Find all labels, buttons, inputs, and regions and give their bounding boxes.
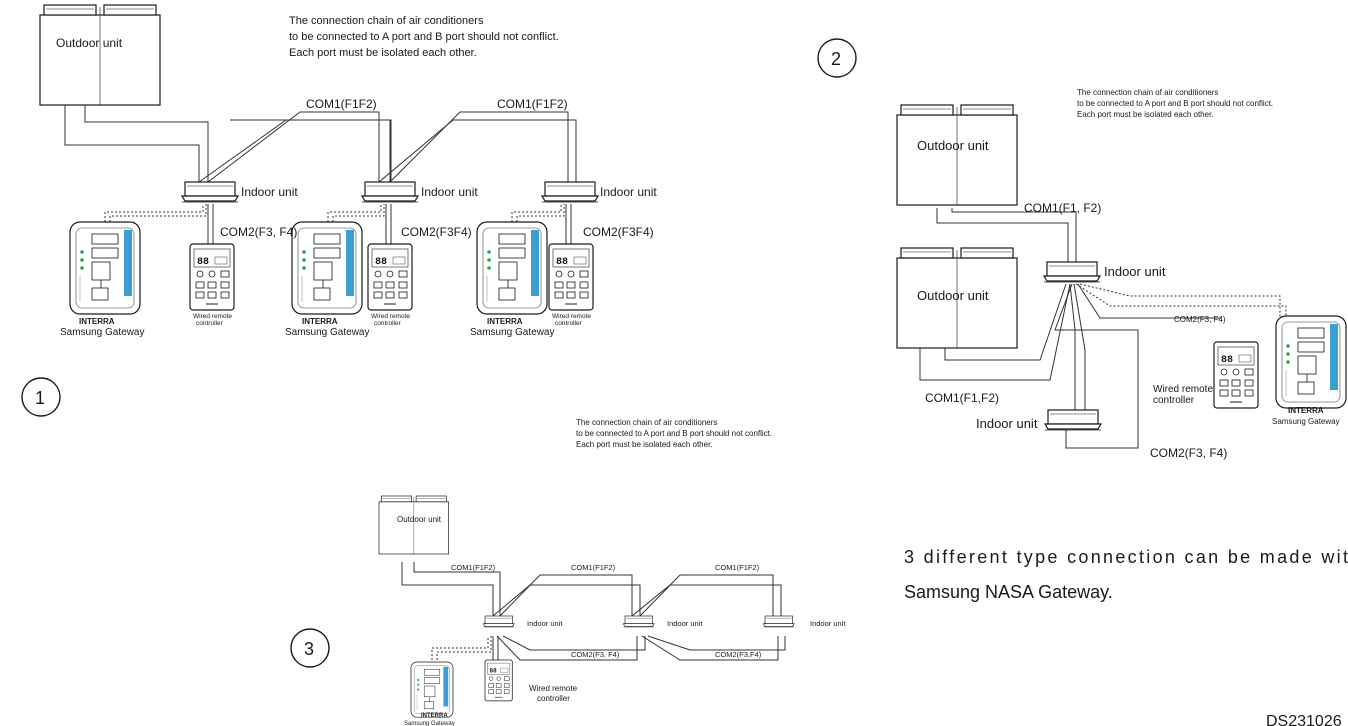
indoor-unit-1b [361, 181, 419, 203]
com1-label-3b: COM1(F1F2) [571, 563, 616, 572]
wired-remote-label-1a-l1: Wired remote [193, 313, 232, 320]
indoor-unit-label-3b: Indoor unit [667, 619, 703, 628]
indoor-unit-3c [763, 615, 795, 628]
outdoor-unit-label-2b: Outdoor unit [917, 288, 989, 303]
step-marker-2 [817, 38, 857, 78]
note-d1-line1: The connection chain of air conditioners [289, 15, 484, 27]
indoor-unit-label-3c: Indoor unit [810, 619, 846, 628]
com1-label-2b: COM1(F1,F2) [925, 391, 999, 405]
step-marker-1 [21, 377, 61, 417]
outdoor-unit-label-2a: Outdoor unit [917, 138, 989, 153]
gateway-name-1c: Samsung Gateway [470, 327, 555, 338]
com1-label-3a: COM1(F1F2) [451, 563, 496, 572]
outdoor-unit-label-3: Outdoor unit [397, 515, 442, 524]
wired-remote-label-1a-l2: controller [196, 320, 224, 327]
gateway-device-1b [291, 221, 363, 315]
diagram-2-wiring [919, 208, 1287, 449]
com1-label-1a: COM1(F1F2) [306, 97, 377, 111]
step-marker-1-text: 1 [35, 388, 45, 408]
wired-remote-label-1b-l1: Wired remote [371, 313, 410, 320]
indoor-unit-label-1c: Indoor unit [600, 185, 657, 199]
indoor-unit-label-1a: Indoor unit [241, 185, 298, 199]
step-marker-3 [290, 628, 330, 668]
gateway-brand-1b: INTERRA [302, 317, 338, 326]
diagram-1 [39, 4, 577, 244]
com1-label-3c: COM1(F1F2) [715, 563, 760, 572]
wired-remote-label-1c-l1: Wired remote [552, 313, 591, 320]
indoor-unit-label-3a: Indoor unit [527, 619, 563, 628]
gateway-device-2 [1275, 315, 1347, 409]
note-d3-line1: The connection chain of air conditioners [576, 418, 717, 427]
indoor-unit-3a [483, 615, 515, 628]
indoor-unit-label-2b: Indoor unit [976, 416, 1038, 431]
description-line1: 3 different type connection can be made … [904, 547, 1348, 567]
note-d3-line3: Each port must be isolated each other. [576, 440, 713, 449]
remote-controller-1b [367, 243, 413, 311]
gateway-name-1a: Samsung Gateway [60, 327, 145, 338]
indoor-unit-label-2a: Indoor unit [1104, 264, 1166, 279]
diagram-3-wiring [401, 562, 786, 664]
gateway-brand-1c: INTERRA [487, 317, 523, 326]
indoor-unit-3b [623, 615, 655, 628]
gateway-device-1c [476, 221, 548, 315]
remote-controller-1a [189, 243, 235, 311]
outdoor-unit-3 [378, 495, 449, 555]
com2-label-1c: COM2(F3F4) [583, 225, 654, 239]
com2-label-2b: COM2(F3, F4) [1150, 446, 1227, 460]
outdoor-unit-1 [39, 4, 161, 106]
com1-label-2a: COM1(F1, F2) [1024, 201, 1101, 215]
com2-label-2a: COM2(F3, F4) [1174, 315, 1226, 324]
wired-remote-label-3-l1: Wired remote [529, 684, 578, 693]
com1-label-1b: COM1(F1F2) [497, 97, 568, 111]
indoor-unit-1a [181, 181, 239, 203]
gateway-name-2: Samsung Gateway [1272, 417, 1340, 426]
gateway-name-3: Samsung Gateway [404, 721, 455, 726]
com2-label-3b: COM2(F3,F4) [715, 650, 762, 659]
indoor-unit-1c [541, 181, 599, 203]
note-d2-line3: Each port must be isolated each other. [1077, 110, 1214, 119]
note-d1-line3: Each port must be isolated each other. [289, 47, 477, 59]
outdoor-unit-2a [896, 104, 1018, 206]
com2-label-1b: COM2(F3F4) [401, 225, 472, 239]
gateway-brand-1a: INTERRA [79, 317, 115, 326]
com2-label-1a: COM2(F3, F4) [220, 225, 297, 239]
remote-controller-1c [548, 243, 594, 311]
gateway-brand-2: INTERRA [1288, 406, 1324, 415]
indoor-unit-2a [1043, 261, 1101, 283]
remote-controller-3 [484, 659, 513, 702]
outdoor-unit-label-1: Outdoor unit [56, 36, 123, 50]
gateway-brand-3: INTERRA [421, 713, 448, 719]
indoor-unit-label-1b: Indoor unit [421, 185, 478, 199]
wired-remote-label-2-l1: Wired remote [1153, 384, 1213, 395]
wired-remote-label-1b-l2: controller [374, 320, 402, 327]
indoor-unit-2b [1044, 409, 1102, 431]
gateway-device-1a [69, 221, 141, 315]
step-marker-2-text: 2 [831, 49, 841, 69]
gateway-name-1b: Samsung Gateway [285, 327, 370, 338]
gateway-device-3 [410, 661, 454, 718]
wired-remote-label-1c-l2: controller [555, 320, 583, 327]
note-d3-line2: to be connected to A port and B port sho… [576, 429, 772, 438]
note-d2-line1: The connection chain of air conditioners [1077, 88, 1218, 97]
com2-label-3a: COM2(F3, F4) [571, 650, 620, 659]
description-line2: Samsung NASA Gateway. [904, 582, 1113, 602]
footer-code: DS231026 [1266, 713, 1342, 726]
wired-remote-label-2-l2: controller [1153, 395, 1195, 406]
note-d2-line2: to be connected to A port and B port sho… [1077, 99, 1273, 108]
note-d1-line2: to be connected to A port and B port sho… [289, 31, 559, 43]
remote-controller-2 [1213, 341, 1259, 409]
wired-remote-label-3-l2: controller [537, 694, 570, 703]
step-marker-3-text: 3 [304, 639, 314, 659]
